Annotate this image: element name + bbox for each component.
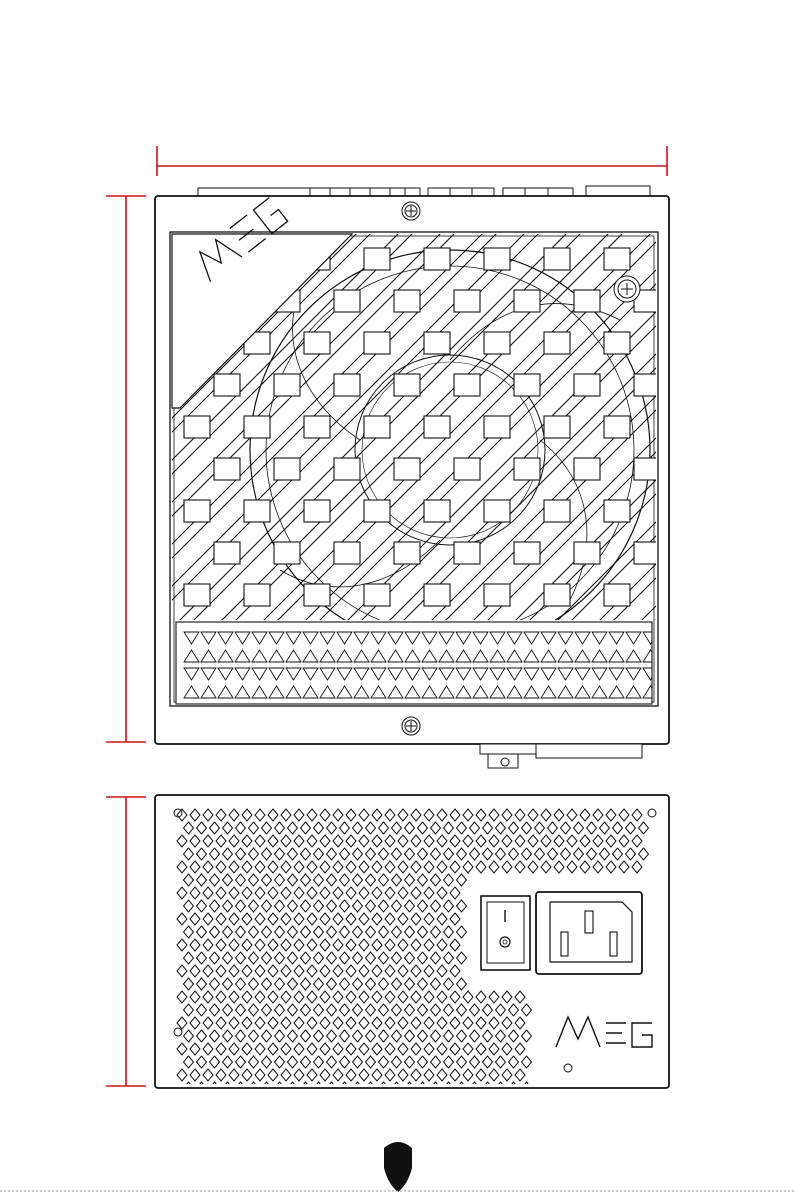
shield-page-icon <box>384 1142 412 1192</box>
grille-cutout <box>394 458 420 480</box>
grille-cutout <box>214 542 240 564</box>
grille-cutout <box>214 458 240 480</box>
grille-cutout <box>574 542 600 564</box>
grille-cutout <box>424 584 450 606</box>
grille-cutout <box>514 374 540 396</box>
grille-cutout <box>424 248 450 270</box>
grille-cutout <box>544 332 570 354</box>
grille-slat <box>748 220 795 640</box>
width-dimension-line <box>157 146 667 176</box>
grille-cutout <box>214 374 240 396</box>
grille-cutout <box>604 500 630 522</box>
grille-cutout <box>484 248 510 270</box>
grille-slat <box>762 220 795 640</box>
modular-connectors <box>198 186 650 196</box>
screw-icon <box>614 276 640 302</box>
grille-cutout <box>394 374 420 396</box>
screw-icon <box>402 717 420 735</box>
grille-cutout <box>424 332 450 354</box>
grille-cutout <box>424 500 450 522</box>
grille-cutout <box>274 542 300 564</box>
grille-cutout <box>364 584 390 606</box>
grille-slat <box>720 220 795 640</box>
grille-cutout <box>184 584 210 606</box>
grille-cutout <box>394 542 420 564</box>
screw-icon <box>402 202 420 220</box>
grille-cutout <box>394 290 420 312</box>
grille-cutout <box>454 290 480 312</box>
grille-cutout <box>604 248 630 270</box>
grille-cutout <box>244 416 270 438</box>
grille-cutout <box>334 458 360 480</box>
grille-cutout <box>244 584 270 606</box>
grille-cutout <box>274 374 300 396</box>
grille-slat <box>706 220 795 640</box>
grille-cutout <box>514 542 540 564</box>
grille-cutout <box>604 416 630 438</box>
grille-cutout <box>514 458 540 480</box>
grille-cutout <box>334 542 360 564</box>
grille-cutout <box>304 416 330 438</box>
bottom-connector-tab <box>480 744 642 768</box>
grille-cutout <box>364 500 390 522</box>
grille-cutout <box>334 290 360 312</box>
grille-cutout <box>544 500 570 522</box>
height-dimension-line <box>106 797 146 1086</box>
grille-cutout <box>574 458 600 480</box>
grille-cutout <box>544 584 570 606</box>
grille-cutout <box>304 584 330 606</box>
grille-cutout <box>454 542 480 564</box>
top-view <box>0 186 795 768</box>
grille-cutout <box>484 416 510 438</box>
grille-slat <box>790 220 795 640</box>
grille-cutout <box>604 584 630 606</box>
length-dimension-line <box>106 196 146 742</box>
grille-cutout <box>244 500 270 522</box>
ac-inlet-icon[interactable] <box>536 892 642 974</box>
grille-slat <box>678 220 795 640</box>
grille-cutout <box>364 332 390 354</box>
grille-cutout <box>304 500 330 522</box>
rear-view <box>155 795 669 1094</box>
grille-cutout <box>184 500 210 522</box>
grille-cutout <box>184 416 210 438</box>
grille-cutout <box>454 374 480 396</box>
grille-cutout <box>484 332 510 354</box>
grille-cutout <box>364 248 390 270</box>
grille-cutout <box>574 374 600 396</box>
grille-cutout <box>544 248 570 270</box>
grille-cutout <box>544 416 570 438</box>
grille-cutout <box>454 458 480 480</box>
grille-cutout <box>334 374 360 396</box>
grille-cutout <box>484 584 510 606</box>
power-switch-icon[interactable] <box>481 896 530 970</box>
grille-cutout <box>604 332 630 354</box>
grille-cutout <box>424 416 450 438</box>
grille-slat <box>664 220 795 640</box>
grille-cutout <box>514 290 540 312</box>
grille-cutout <box>574 290 600 312</box>
grille-cutout <box>304 332 330 354</box>
grille-cutout <box>484 500 510 522</box>
grille-cutout <box>274 458 300 480</box>
grille-cutout <box>364 416 390 438</box>
